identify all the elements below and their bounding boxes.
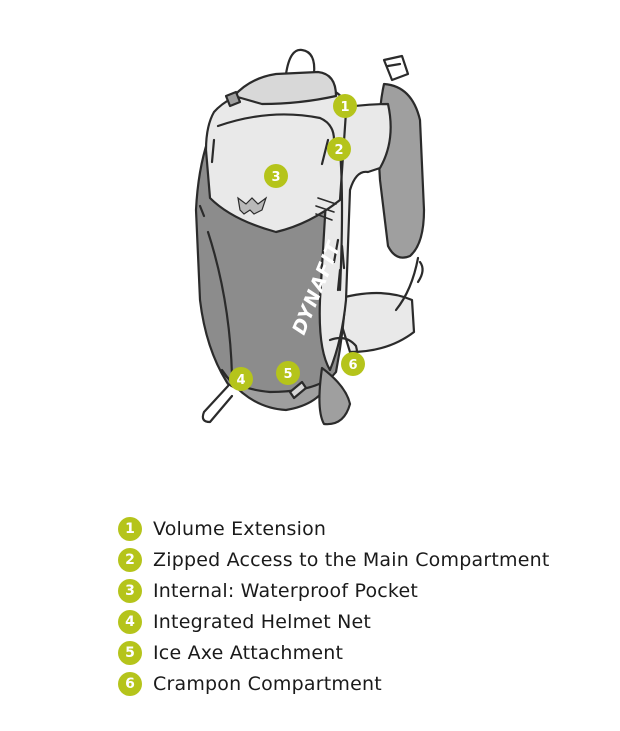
legend-label: Internal: Waterproof Pocket [153,579,418,602]
legend-label: Integrated Helmet Net [153,610,372,633]
legend-badge: 3 [118,578,142,603]
strap-clip-icon [382,54,410,82]
legend-label: Crampon Compartment [153,672,382,695]
callout-2-number: 2 [334,143,343,158]
backpack-illustration: DYNAFIT 1 2 3 4 5 6 [194,48,426,426]
hip-belt [332,291,416,354]
brand-logo-icon [237,196,268,215]
callout-3: 3 [264,164,288,188]
lid-zipper [216,113,336,142]
callout-4: 4 [229,367,253,391]
legend-badge: 6 [118,671,142,696]
compression-cord [198,204,234,378]
legend-item-volume-extension: 1 Volume Extension [118,513,549,544]
volume-extension [232,70,338,106]
legend-badge: 4 [118,609,142,634]
axe-clip [288,380,308,400]
callout-1-number: 1 [340,100,349,115]
legend-item-helmet-net: 4 Integrated Helmet Net [118,606,549,637]
callout-5-number: 5 [283,367,292,382]
axe-loop [318,366,352,426]
side-strap [394,256,424,312]
legend-item-zipped-access: 2 Zipped Access to the Main Compartment [118,544,549,575]
callout-3-number: 3 [271,170,280,185]
legend-label: Volume Extension [153,517,327,540]
legend-label: Ice Axe Attachment [153,641,344,664]
legend-item-waterproof-pocket: 3 Internal: Waterproof Pocket [118,575,549,606]
legend-badge: 2 [118,547,142,572]
callout-5: 5 [276,361,300,385]
top-lid [204,86,348,234]
callout-6: 6 [341,352,365,376]
side-ribs [315,197,337,221]
legend-item-crampon-compartment: 6 Crampon Compartment [118,668,549,699]
legend-label: Zipped Access to the Main Compartment [153,548,550,571]
callout-4-number: 4 [236,373,245,388]
helmet-net-cord [201,384,234,424]
legend-badge: 1 [118,516,142,541]
callout-2: 2 [327,137,351,161]
feature-legend: 1 Volume Extension 2 Zipped Access to th… [118,513,549,699]
zip-pull-main [332,238,346,292]
legend-badge: 5 [118,640,142,665]
hang-loop [284,48,316,76]
zip-pull [210,138,330,166]
callout-6-number: 6 [348,358,357,373]
legend-item-ice-axe: 5 Ice Axe Attachment [118,637,549,668]
callout-1: 1 [333,94,357,118]
extension-buckle [224,90,242,108]
